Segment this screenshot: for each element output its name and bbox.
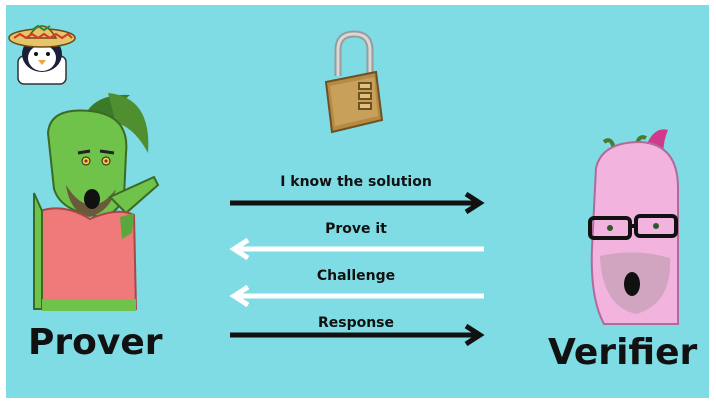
message-label: I know the solution [280,174,432,190]
message-label: Challenge [316,268,396,284]
prover-character [33,93,160,311]
message-label: Prove it [325,221,387,237]
arrow-to-verifier [230,324,485,346]
penguin-sombrero-icon [8,24,76,85]
arrow-to-verifier [230,192,485,214]
verifier-character [588,129,679,325]
prover-label: Prover [28,322,163,363]
message-label: Response [317,315,395,331]
padlock-icon [324,30,384,134]
arrow-to-prover [229,238,484,260]
verifier-label: Verifier [548,332,698,373]
arrow-to-prover [229,285,484,307]
